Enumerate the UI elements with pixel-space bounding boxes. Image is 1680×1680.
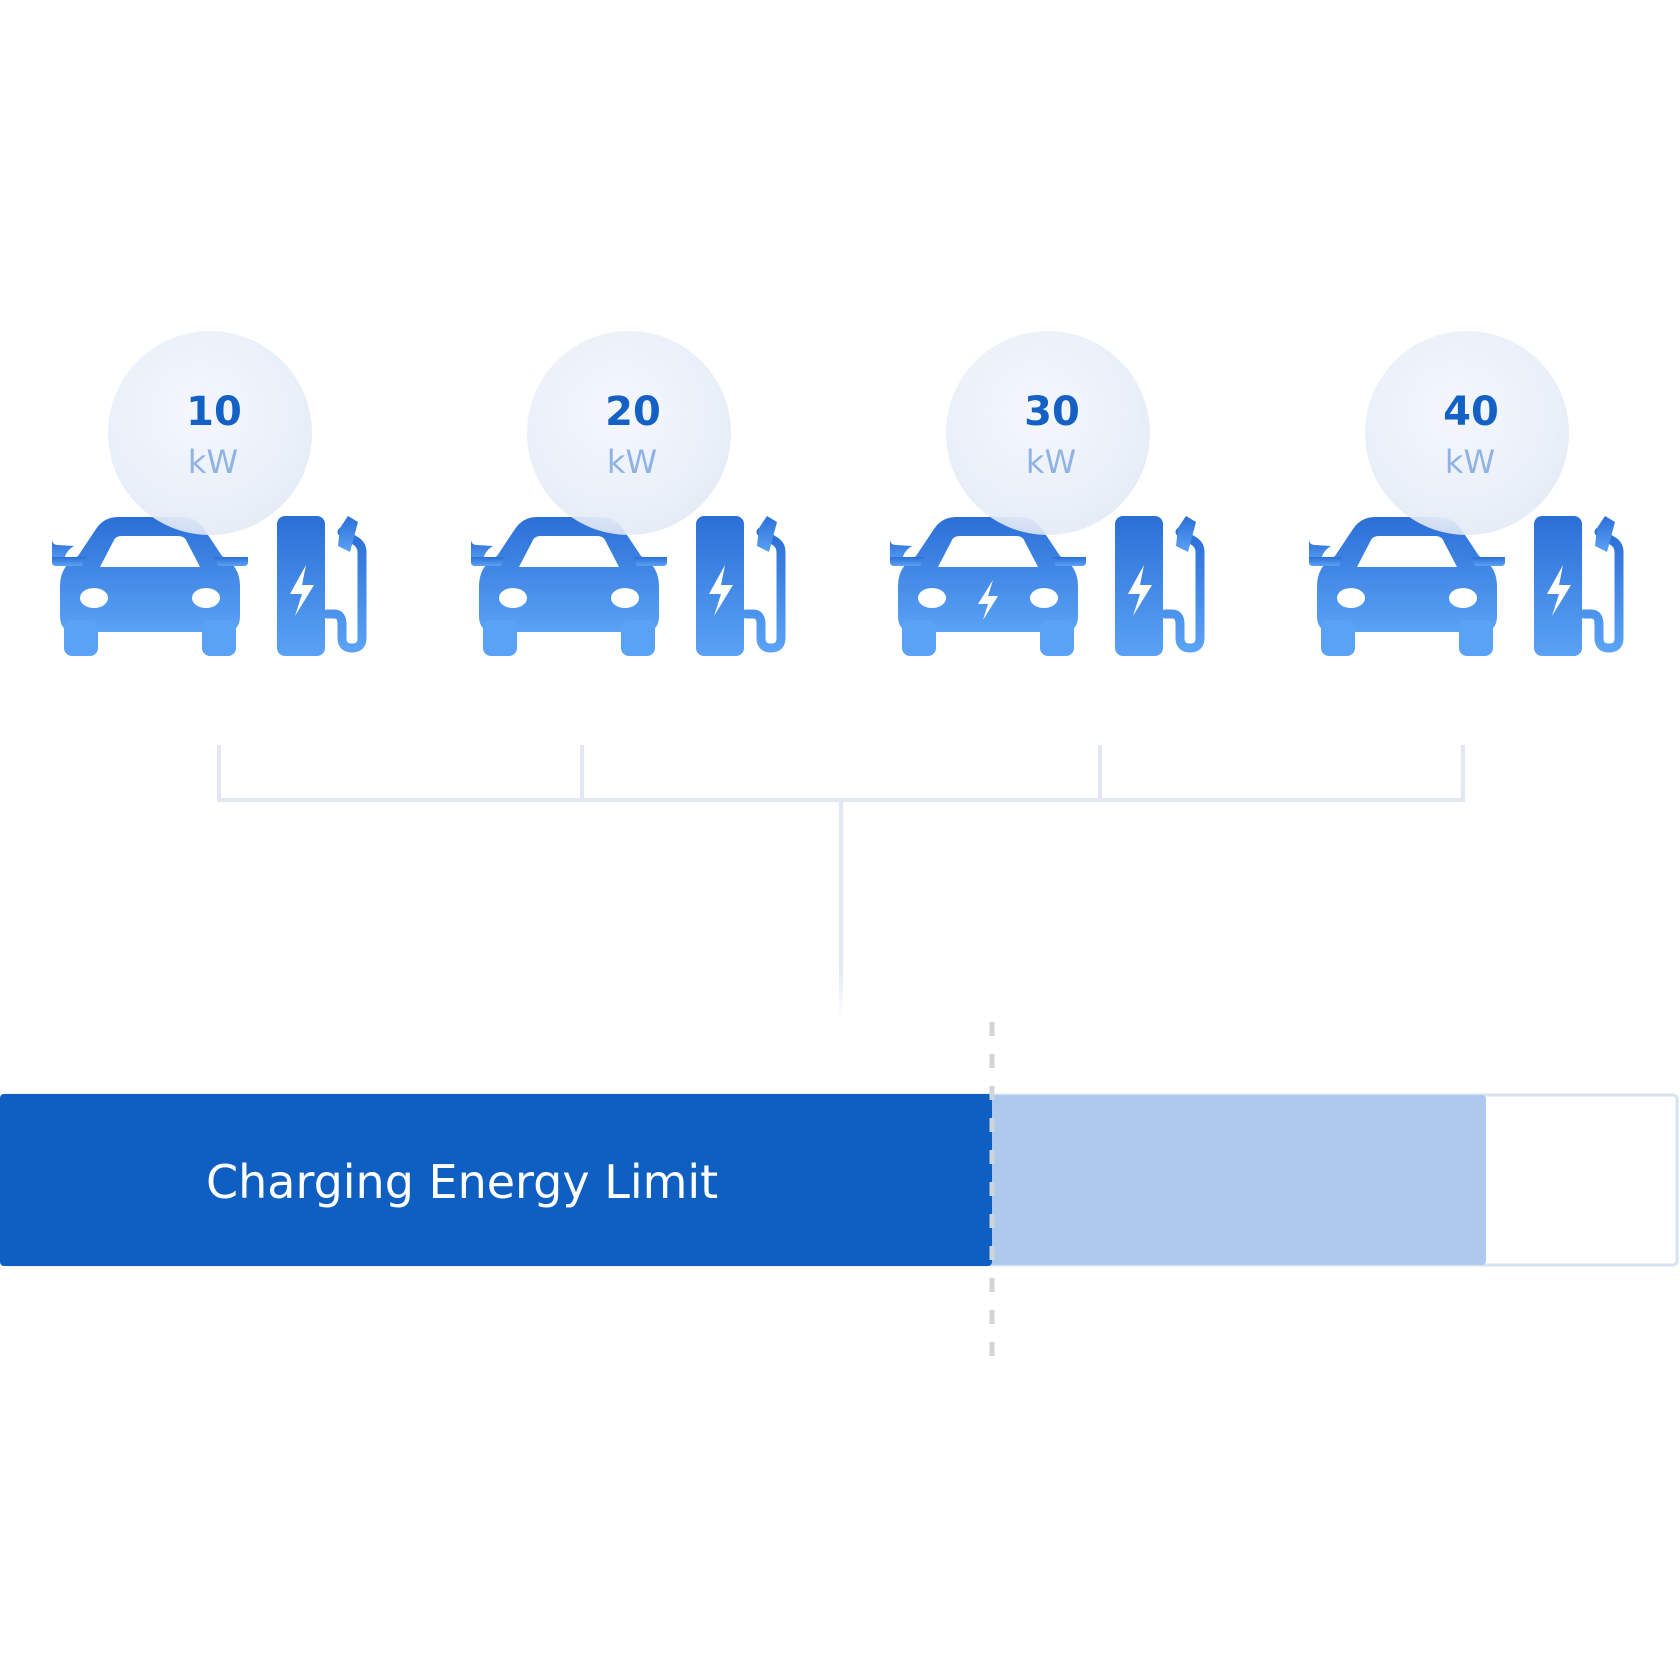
power-value: 40 [1443, 389, 1499, 435]
energy-bar-limit-fill [0, 1094, 992, 1266]
power-bubble: 30 kW [946, 331, 1150, 535]
energy-bar: Charging Energy Limit [0, 1093, 1679, 1267]
power-value: 20 [605, 389, 661, 435]
power-bubble: 10 kW [108, 331, 312, 535]
charger-icon [1115, 516, 1205, 656]
charger-icon [277, 516, 367, 656]
power-unit: kW [1026, 443, 1076, 481]
power-unit: kW [188, 443, 238, 481]
power-value: 30 [1024, 389, 1080, 435]
car-icon [52, 517, 248, 656]
station-3 [890, 516, 1205, 656]
power-unit: kW [607, 443, 657, 481]
car-icon [1309, 517, 1505, 656]
power-bubble: 40 kW [1365, 331, 1569, 535]
charger-icon [696, 516, 786, 656]
station-1 [52, 516, 367, 656]
power-unit: kW [1445, 443, 1495, 481]
station-2 [471, 516, 786, 656]
power-value: 10 [186, 389, 242, 435]
connector-lines [217, 745, 1465, 802]
car-icon [890, 517, 1086, 656]
power-bubble: 20 kW [527, 331, 731, 535]
connector-stem [839, 800, 843, 1020]
station-4 [1309, 516, 1624, 656]
car-icon [471, 517, 667, 656]
energy-bar-label: Charging Energy Limit [206, 1155, 718, 1209]
charger-icon [1534, 516, 1624, 656]
